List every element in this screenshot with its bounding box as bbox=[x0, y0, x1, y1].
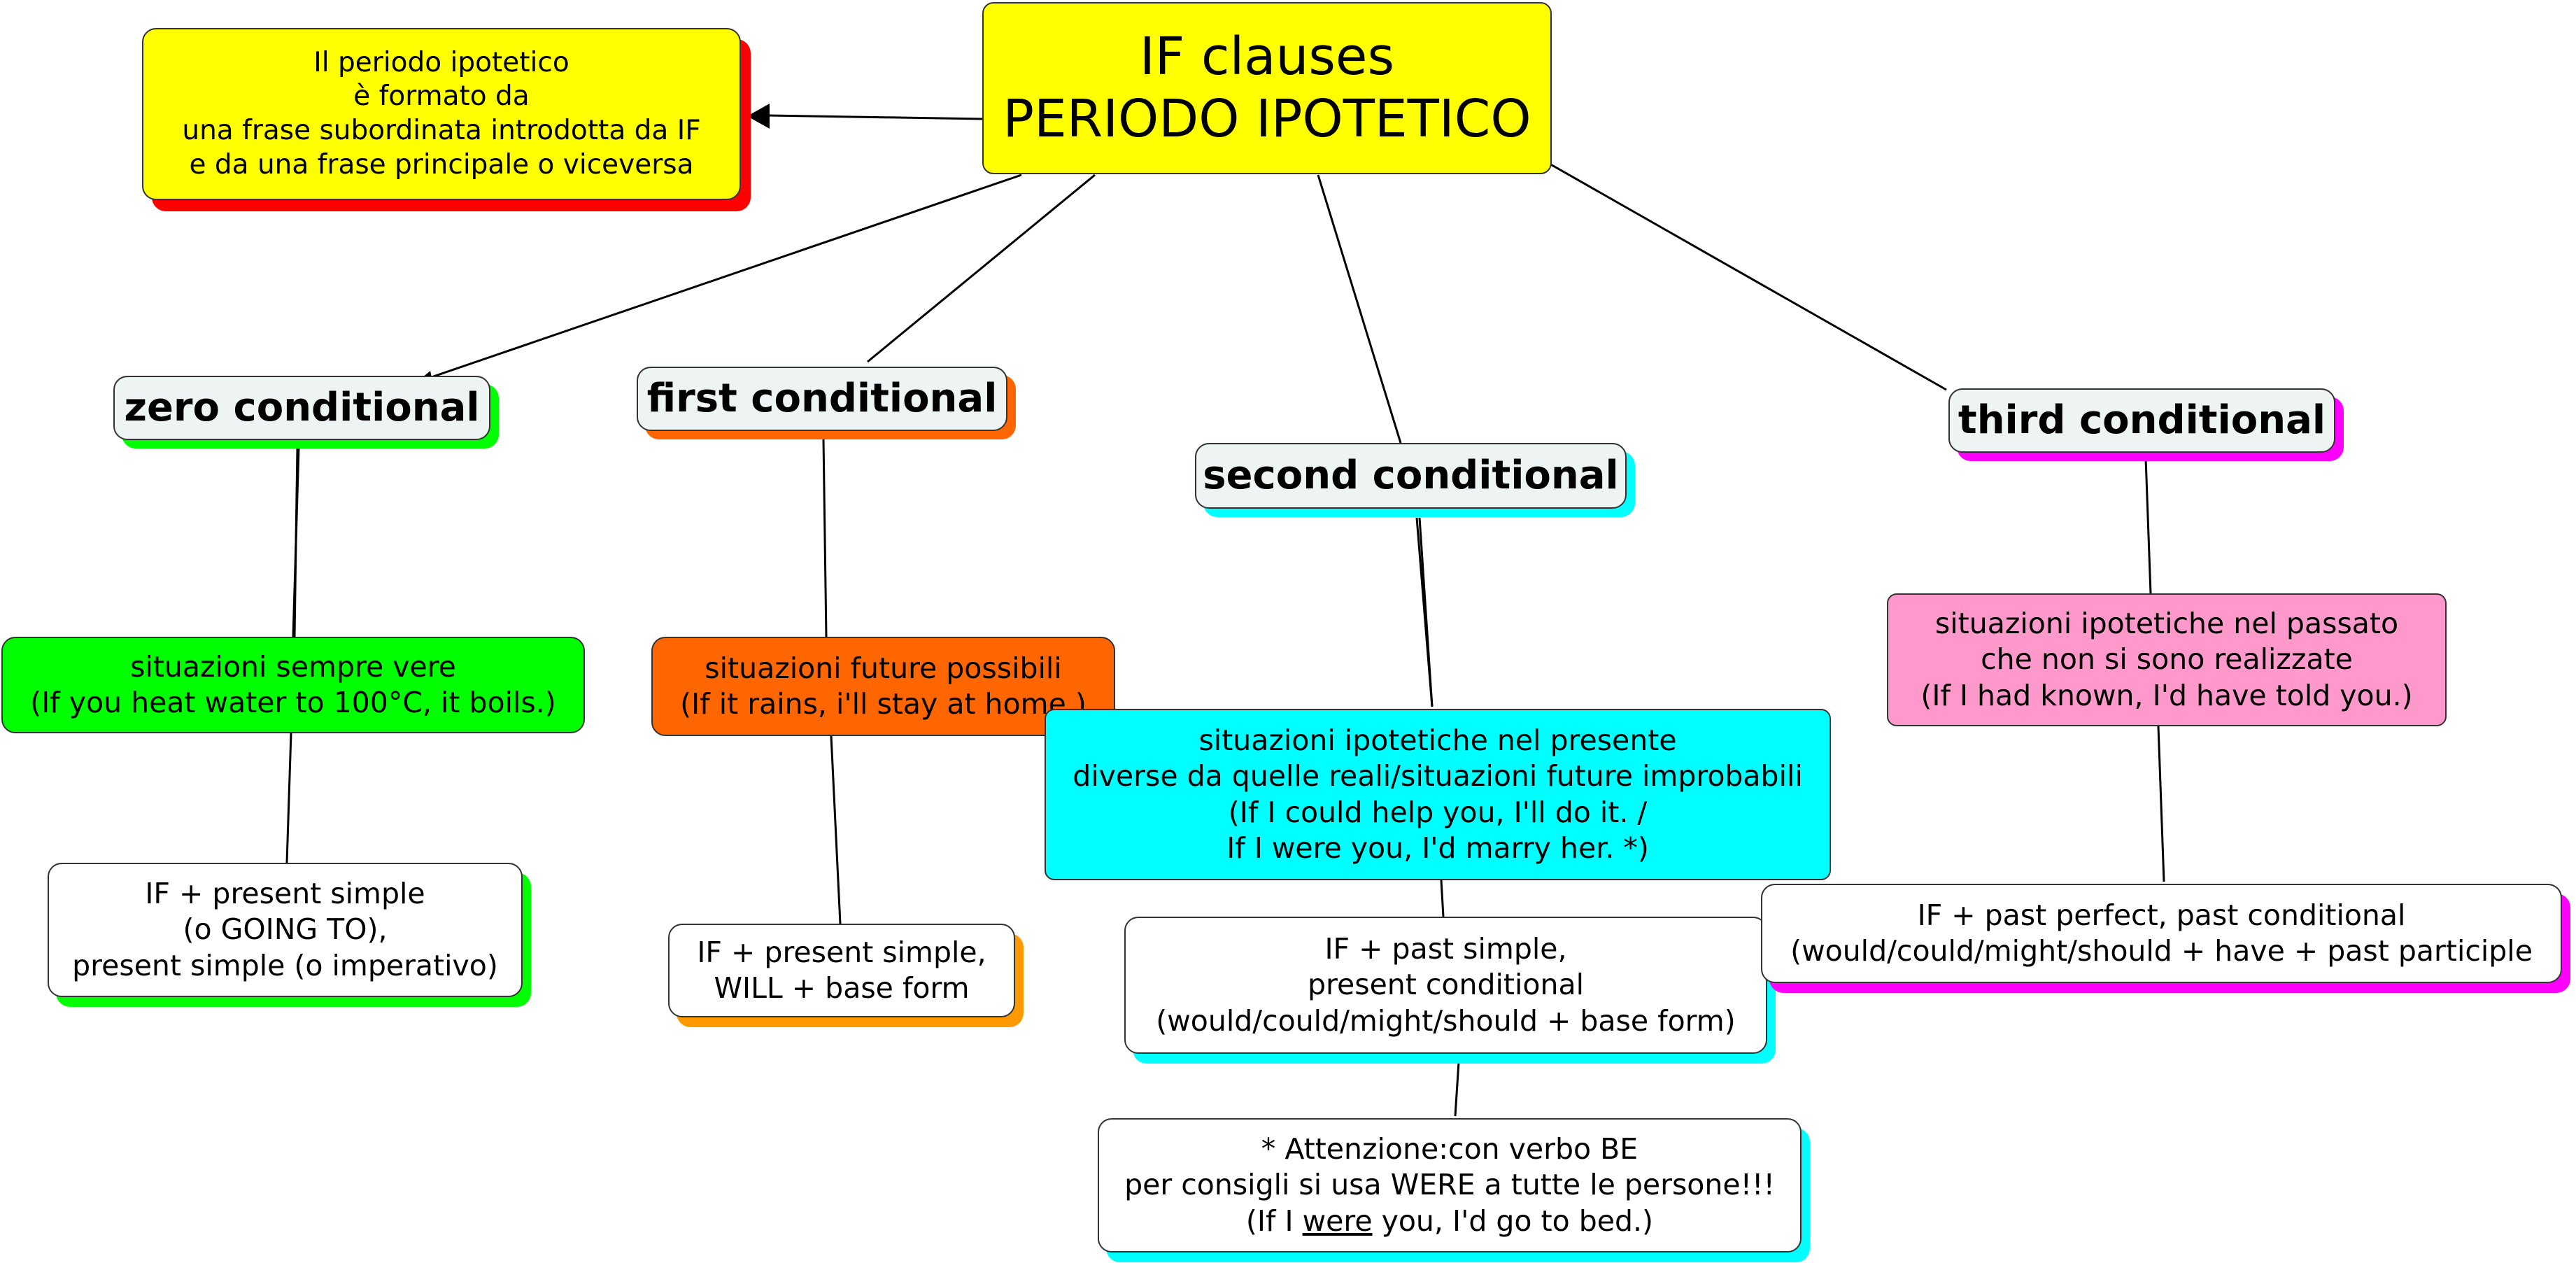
link-third-structure bbox=[2157, 726, 2165, 882]
link-second-usage-b bbox=[1418, 517, 1434, 707]
link-zero-usage-b bbox=[293, 447, 299, 637]
title-line-2: PERIODO IPOTETICO bbox=[1003, 89, 1531, 149]
second-conditional-usage: situazioni ipotetiche nel presente diver… bbox=[1045, 709, 1831, 880]
third-conditional-heading: third conditional bbox=[1948, 388, 2335, 453]
second-conditional-heading: second conditional bbox=[1195, 443, 1627, 509]
first-conditional-heading: first conditional bbox=[637, 367, 1007, 431]
zero-conditional-usage: situazioni sempre vere (If you heat wate… bbox=[1, 637, 585, 733]
third-conditional-structure: IF + past perfect, past conditional (wou… bbox=[1761, 884, 2562, 983]
link-third-usage bbox=[2144, 458, 2152, 594]
link-title-third bbox=[1548, 162, 1947, 391]
underlined-were: were bbox=[1302, 1204, 1373, 1238]
link-second-note bbox=[1454, 1061, 1460, 1117]
zero-conditional-heading: zero conditional bbox=[113, 376, 490, 440]
link-title-second bbox=[1317, 174, 1402, 444]
link-zero-structure bbox=[285, 733, 292, 863]
first-conditional-structure: IF + present simple, WILL + base form bbox=[668, 924, 1015, 1017]
second-conditional-structure: IF + past simple, present conditional (w… bbox=[1124, 917, 1767, 1054]
third-conditional-usage: situazioni ipotetiche nel passato che no… bbox=[1887, 593, 2447, 726]
link-title-first bbox=[867, 174, 1096, 363]
first-conditional-usage: situazioni future possibili (If it rains… bbox=[651, 637, 1115, 736]
zero-conditional-structure: IF + present simple (o GOING TO), presen… bbox=[48, 863, 523, 997]
link-second-structure bbox=[1440, 880, 1445, 917]
link-first-structure bbox=[830, 735, 842, 924]
link-first-usage bbox=[822, 439, 828, 637]
title-line-1: IF clauses bbox=[1139, 27, 1395, 87]
arrowhead-icon bbox=[747, 104, 770, 129]
link-title-zero bbox=[423, 174, 1022, 381]
second-conditional-note: * Attenzione:con verbo BE per consigli s… bbox=[1098, 1118, 1802, 1253]
title-node: IF clauses PERIODO IPOTETICO bbox=[982, 2, 1552, 174]
link-title-intro bbox=[767, 114, 983, 120]
intro-note: Il periodo ipotetico è formato da una fr… bbox=[142, 28, 741, 200]
note-text: * Attenzione:con verbo BE per consigli s… bbox=[1124, 1132, 1775, 1238]
